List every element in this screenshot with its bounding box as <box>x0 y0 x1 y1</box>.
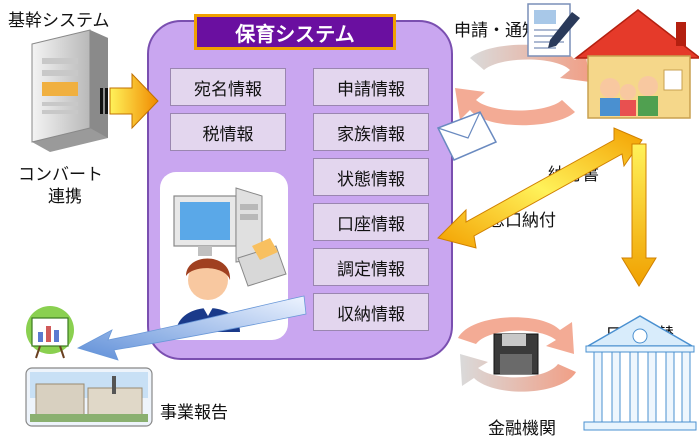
convert-arrow <box>109 72 159 130</box>
transfer-down-arrow <box>621 143 657 287</box>
info-box-kazoku: 家族情報 <box>313 113 429 151</box>
info-box-shinsei: 申請情報 <box>313 68 429 106</box>
connector-bars <box>100 88 108 114</box>
info-box-zei: 税情報 <box>170 113 286 151</box>
label-kikan-system: 基幹システム <box>8 11 110 31</box>
payment-double-arrow <box>437 127 643 249</box>
building-photo <box>25 367 153 427</box>
info-box-jotai: 状態情報 <box>313 158 429 196</box>
system-title-banner: 保育システム <box>194 14 396 50</box>
report-arrow <box>76 295 307 361</box>
presentation-board-icon <box>26 306 74 359</box>
info-box-atena: 宛名情報 <box>170 68 286 106</box>
system-title: 保育システム <box>235 21 355 46</box>
label-shinsei-tsuchi: 申請・通知 <box>454 21 539 41</box>
document-icon <box>527 3 580 57</box>
label-jigyo-hokoku: 事業報告 <box>160 403 228 423</box>
label-convert-line2: 連携 <box>48 187 82 207</box>
bank-cycle-icon <box>458 317 576 392</box>
label-kinyu-kikan: 金融機関 <box>488 419 556 439</box>
computer-icon <box>173 187 263 263</box>
info-box-chotei: 調定情報 <box>313 248 429 286</box>
info-box-shuno: 収納情報 <box>313 293 429 331</box>
floppy-disk-icon <box>493 333 539 375</box>
envelope-icon <box>436 111 498 161</box>
server-icon <box>31 29 108 152</box>
bank-icon <box>583 315 697 431</box>
label-convert-line1: コンバート <box>18 165 103 185</box>
info-box-koza: 口座情報 <box>313 203 429 241</box>
printer-icon <box>237 238 287 287</box>
house-icon <box>573 9 699 119</box>
